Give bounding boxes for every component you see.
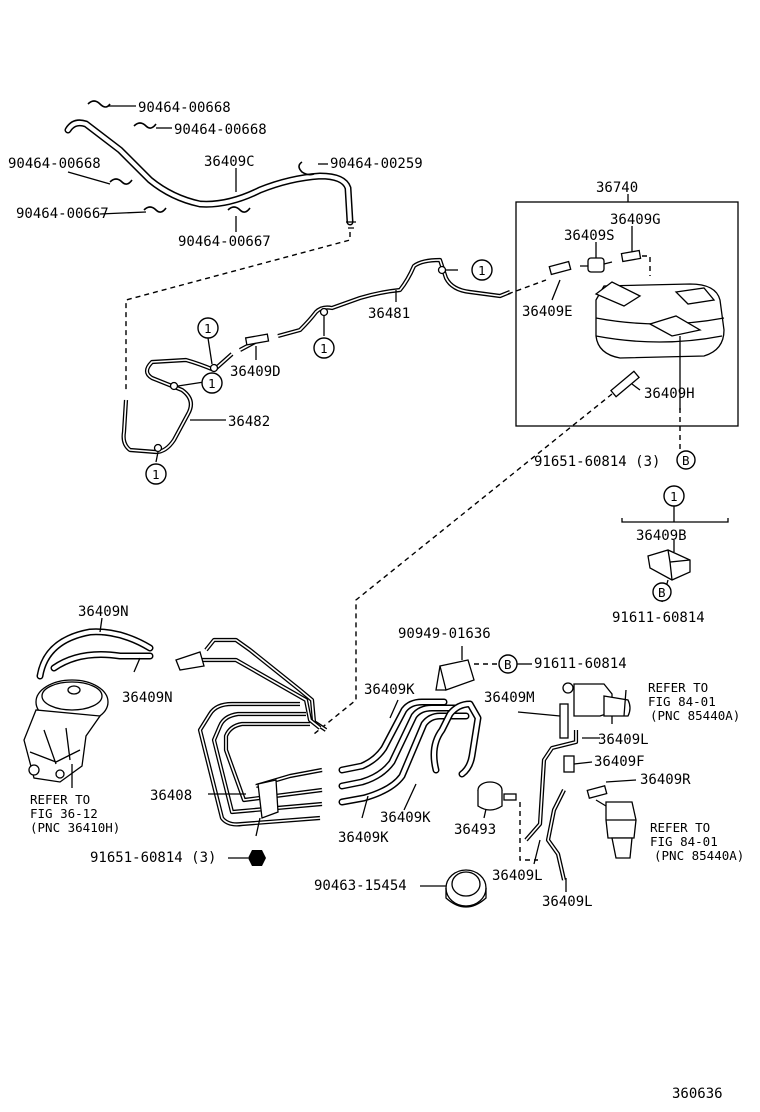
pipe-bundle-36408 <box>175 637 328 827</box>
label-hose-36409g: 36409G <box>610 212 661 228</box>
hose-36409m <box>559 703 569 739</box>
callout-1-d: 1 <box>313 337 335 359</box>
svg-text:(PNC 36410H): (PNC 36410H) <box>30 820 120 835</box>
svg-text:1: 1 <box>670 489 678 504</box>
nut-bottom <box>248 850 266 866</box>
hose-36409e <box>548 260 572 276</box>
callout-1-e: 1 <box>145 463 167 485</box>
hose-36409n <box>36 628 154 680</box>
label-bolt-canister: 91651-60814 (3) <box>534 454 660 470</box>
label-pipe-36482: 36482 <box>228 414 270 430</box>
label-bolt-bracket: 91611-60814 <box>534 656 627 672</box>
vsv-upper <box>562 682 631 724</box>
svg-text:REFER TO: REFER TO <box>30 792 90 807</box>
hose-36409g <box>620 249 642 263</box>
canister-36740 <box>594 281 725 359</box>
label-hose-36409k-mid: 36409K <box>380 810 431 826</box>
svg-text:FIG 84-01: FIG 84-01 <box>650 834 718 849</box>
hose-36409r <box>586 785 608 799</box>
label-hose-36409s: 36409S <box>564 228 615 244</box>
label-hose-36409l-upper: 36409L <box>598 732 649 748</box>
hoses-36409k <box>338 698 482 806</box>
callout-1-a: 1 <box>471 259 493 281</box>
ref-note-vsv-top: REFER TO FIG 84-01 (PNC 85440A) <box>648 680 740 723</box>
callout-b-clamp: B <box>652 582 672 602</box>
label-hose-36409h: 36409H <box>644 386 695 402</box>
svg-text:REFER TO: REFER TO <box>648 680 708 695</box>
label-hose-36409m: 36409M <box>484 690 535 706</box>
callout-b-canister: B <box>676 450 696 470</box>
ref-note-vsv-bottom: REFER TO FIG 84-01 (PNC 85440A) <box>650 820 744 863</box>
label-hose-36409c: 36409C <box>204 154 255 170</box>
dashed-leader-canister <box>313 393 613 735</box>
label-hose-36409k-upper: 36409K <box>364 682 415 698</box>
vsv-lower <box>595 799 637 859</box>
label-clip-right: 90464-00259 <box>330 156 423 172</box>
label-hose-36409d: 36409D <box>230 364 281 380</box>
label-hose-36409k-lower: 36409K <box>338 830 389 846</box>
label-pipe-36481: 36481 <box>368 306 410 322</box>
callout-b-bracket: B <box>498 654 518 674</box>
callout-1-f: 1 <box>663 485 685 507</box>
label-clip-lower-mid: 90464-00667 <box>178 234 271 250</box>
label-bolt-clamp: 91611-60814 <box>612 610 705 626</box>
label-hose-36409r: 36409R <box>640 772 691 788</box>
label-valve-36493: 36493 <box>454 822 496 838</box>
pipe-36482 <box>121 352 234 455</box>
dashed-leader-upper <box>125 232 351 392</box>
hose-36409s <box>580 257 613 273</box>
hose-36409f <box>563 755 593 773</box>
svg-text:1: 1 <box>152 467 160 482</box>
ref-note-diaphragm: REFER TO FIG 36-12 (PNC 36410H) <box>30 792 120 835</box>
callout-1-c: 1 <box>201 372 223 394</box>
pipe-36481 <box>239 257 511 352</box>
hoses-36409l <box>524 730 579 881</box>
svg-text:REFER TO: REFER TO <box>650 820 710 835</box>
svg-text:B: B <box>682 453 690 468</box>
bracket-90949 <box>435 659 475 691</box>
svg-text:B: B <box>658 585 666 600</box>
clamp-36409b <box>647 549 691 581</box>
label-grommet: 90463-15454 <box>314 878 407 894</box>
svg-text:FIG 36-12: FIG 36-12 <box>30 806 98 821</box>
svg-text:1: 1 <box>204 321 212 336</box>
callout-1-b: 1 <box>197 317 219 339</box>
label-bracket-90949: 90949-01636 <box>398 626 491 642</box>
hose-36409d <box>244 333 270 346</box>
label-clip-left: 90464-00668 <box>8 156 101 172</box>
figure-id: 360636 <box>672 1086 723 1102</box>
label-hose-36409l-lower: 36409L <box>542 894 593 910</box>
canister-frame <box>515 201 739 427</box>
label-canister-36740: 36740 <box>596 180 638 196</box>
grommet-90463 <box>445 869 487 908</box>
label-pipe-36408: 36408 <box>150 788 192 804</box>
label-hose-36409f: 36409F <box>594 754 645 770</box>
hose-36409c <box>64 119 356 229</box>
svg-text:FIG 84-01: FIG 84-01 <box>648 694 716 709</box>
svg-text:1: 1 <box>208 376 216 391</box>
svg-text:(PNC 85440A): (PNC 85440A) <box>650 708 740 723</box>
label-clip-upper-b: 90464-00668 <box>174 122 267 138</box>
diaphragm-assembly <box>23 679 109 788</box>
clip-icons-upper <box>87 100 315 213</box>
label-hose-36409n-lower: 36409N <box>122 690 173 706</box>
label-hose-36409l-mid: 36409L <box>492 868 543 884</box>
label-hose-36409e: 36409E <box>522 304 573 320</box>
svg-text:1: 1 <box>478 263 486 278</box>
label-hose-36409n-upper: 36409N <box>78 604 129 620</box>
label-clamp-36409b: 36409B <box>636 528 687 544</box>
svg-text:(PNC 85440A): (PNC 85440A) <box>654 848 744 863</box>
svg-text:B: B <box>504 657 512 672</box>
hose-36409h <box>610 370 640 398</box>
svg-text:1: 1 <box>320 341 328 356</box>
label-clip-lower-left: 90464-00667 <box>16 206 109 222</box>
label-clip-upper-a: 90464-00668 <box>138 100 231 116</box>
valve-36493 <box>477 781 517 811</box>
label-bolt-bottom: 91651-60814 (3) <box>90 850 216 866</box>
